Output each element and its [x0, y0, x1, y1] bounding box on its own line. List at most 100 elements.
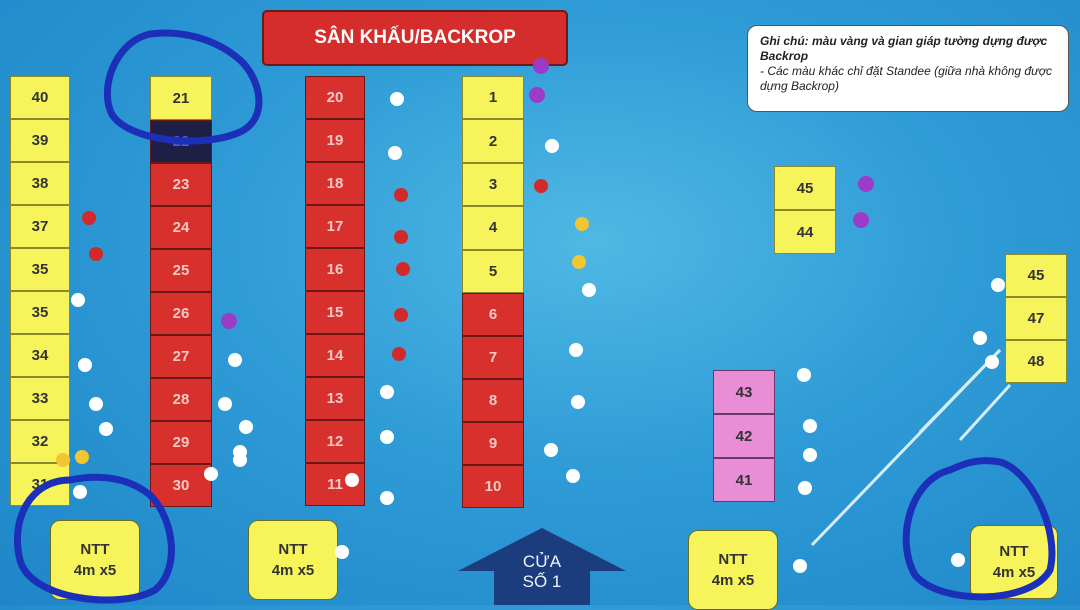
- booth-27[interactable]: 27: [150, 335, 212, 378]
- booth-6[interactable]: 6: [462, 292, 524, 336]
- stage-banner: SÂN KHẤU/BACKROP: [262, 10, 568, 66]
- booth-7[interactable]: 7: [462, 335, 524, 379]
- white-dot: [380, 385, 394, 399]
- white-dot: [973, 331, 987, 345]
- white-dot: [582, 283, 596, 297]
- white-dot: [388, 146, 402, 160]
- booth-29[interactable]: 29: [150, 421, 212, 464]
- booth-8[interactable]: 8: [462, 378, 524, 422]
- booth-1[interactable]: 1: [462, 76, 524, 120]
- booth-4[interactable]: 4: [462, 206, 524, 250]
- ntt-size: 4m x5: [73, 562, 117, 579]
- white-dot: [991, 278, 1005, 292]
- booth-41[interactable]: 41: [713, 458, 775, 502]
- booth-45[interactable]: 45: [1005, 254, 1067, 297]
- white-dot: [571, 395, 585, 409]
- white-dot: [89, 397, 103, 411]
- white-dot: [566, 469, 580, 483]
- booth-45[interactable]: 45: [774, 166, 836, 210]
- booth-48[interactable]: 48: [1005, 340, 1067, 383]
- booth-5[interactable]: 5: [462, 249, 524, 293]
- stage-label: SÂN KHẤU/BACKROP: [314, 27, 516, 48]
- white-dot: [71, 293, 85, 307]
- booth-19[interactable]: 19: [305, 119, 365, 162]
- ntt-label: NTT: [278, 541, 308, 558]
- booth-24[interactable]: 24: [150, 206, 212, 249]
- ntt-label: NTT: [718, 551, 748, 568]
- white-dot: [73, 485, 87, 499]
- white-dot: [380, 430, 394, 444]
- booth-38[interactable]: 38: [10, 162, 70, 205]
- booth-10[interactable]: 10: [462, 464, 524, 508]
- ntt-booth-4[interactable]: NTT 4m x5: [970, 525, 1058, 599]
- ntt-size: 4m x5: [271, 562, 315, 579]
- red-dot: [396, 262, 410, 276]
- white-dot: [545, 139, 559, 153]
- booth-11[interactable]: 11: [305, 463, 365, 506]
- booth-18[interactable]: 18: [305, 162, 365, 205]
- red-dot: [82, 211, 96, 225]
- white-dot: [239, 420, 253, 434]
- ntt-booth-2[interactable]: NTT 4m x5: [248, 520, 338, 600]
- booth-17[interactable]: 17: [305, 205, 365, 248]
- booth-22[interactable]: 22: [150, 120, 212, 163]
- booth-21[interactable]: 21: [150, 76, 212, 120]
- booth-43[interactable]: 43: [713, 370, 775, 414]
- booth-14[interactable]: 14: [305, 334, 365, 377]
- white-dot: [951, 553, 965, 567]
- yellow-dot: [575, 217, 589, 231]
- ntt-booth-3[interactable]: NTT 4m x5: [688, 530, 778, 610]
- white-dot: [544, 443, 558, 457]
- booth-20[interactable]: 20: [305, 76, 365, 119]
- white-dot: [803, 448, 817, 462]
- booth-37[interactable]: 37: [10, 205, 70, 248]
- white-dot: [99, 422, 113, 436]
- white-dot: [797, 368, 811, 382]
- purple-dot: [853, 212, 869, 228]
- booth-25[interactable]: 25: [150, 249, 212, 292]
- booth-3[interactable]: 3: [462, 162, 524, 207]
- booth-42[interactable]: 42: [713, 414, 775, 458]
- red-dot: [394, 188, 408, 202]
- booth-16[interactable]: 16: [305, 248, 365, 291]
- booth-34[interactable]: 34: [10, 334, 70, 377]
- booth-15[interactable]: 15: [305, 291, 365, 334]
- purple-dot: [858, 176, 874, 192]
- booth-39[interactable]: 39: [10, 119, 70, 162]
- purple-dot: [529, 87, 545, 103]
- booth-33[interactable]: 33: [10, 377, 70, 420]
- booth-44[interactable]: 44: [774, 210, 836, 254]
- white-dot: [793, 559, 807, 573]
- booth-35[interactable]: 35: [10, 248, 70, 291]
- booth-30[interactable]: 30: [150, 464, 212, 507]
- ntt-booth-1[interactable]: NTT 4m x5: [50, 520, 140, 600]
- booth-28[interactable]: 28: [150, 378, 212, 421]
- booth-32[interactable]: 32: [10, 420, 70, 463]
- booth-9[interactable]: 9: [462, 421, 524, 465]
- booth-47[interactable]: 47: [1005, 297, 1067, 340]
- booth-12[interactable]: 12: [305, 420, 365, 463]
- booth-2[interactable]: 2: [462, 119, 524, 163]
- booth-26[interactable]: 26: [150, 292, 212, 335]
- ntt-label: NTT: [999, 543, 1029, 560]
- booth-35[interactable]: 35: [10, 291, 70, 334]
- booth-23[interactable]: 23: [150, 163, 212, 206]
- booth-31[interactable]: 31: [10, 463, 70, 506]
- white-dot: [798, 481, 812, 495]
- red-dot: [89, 247, 103, 261]
- aisle-line: [810, 348, 1002, 547]
- purple-dot: [221, 313, 237, 329]
- booth-13[interactable]: 13: [305, 377, 365, 420]
- yellow-dot: [572, 255, 586, 269]
- exit-label: CỬA SỐ 1: [458, 552, 626, 592]
- white-dot: [233, 445, 247, 459]
- red-dot: [394, 230, 408, 244]
- white-dot: [218, 397, 232, 411]
- white-dot: [228, 353, 242, 367]
- exit-line-1: CỬA: [522, 552, 562, 571]
- white-dot: [233, 453, 247, 467]
- booth-40[interactable]: 40: [10, 76, 70, 119]
